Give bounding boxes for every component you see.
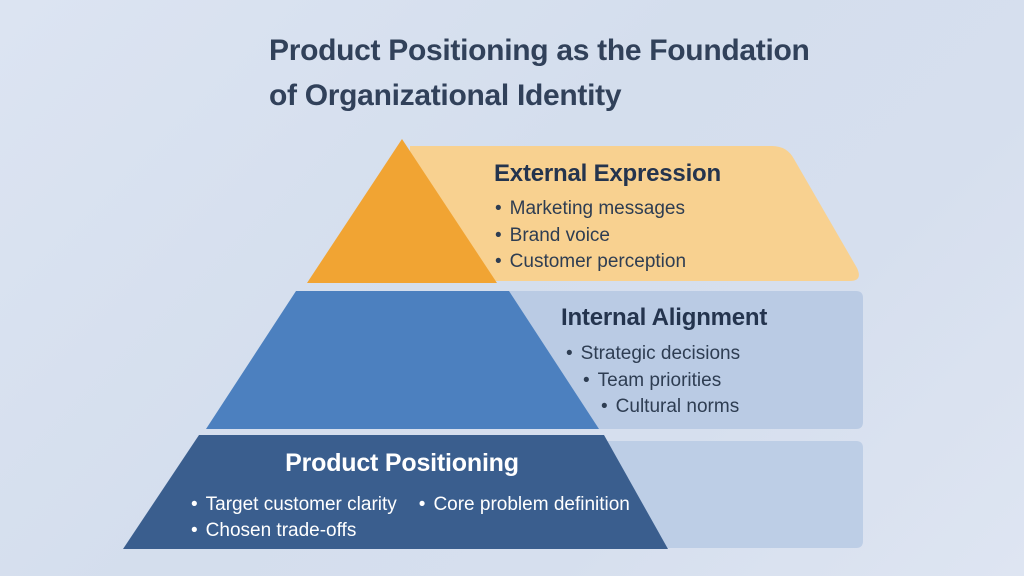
- level-3-bullets-row-2: • Chosen trade-offs: [191, 518, 356, 545]
- bullet-marker: •: [583, 369, 590, 391]
- bullet-marker: •: [495, 251, 502, 272]
- bullet-item: • Chosen trade-offs: [191, 518, 356, 545]
- bullet-item: • Team priorities: [583, 368, 740, 395]
- bullet-item: • Target customer clarity: [191, 492, 397, 519]
- level-3-heading: Product Positioning: [285, 449, 519, 477]
- pyramid-level-3-shape: [123, 435, 668, 549]
- pyramid-level-1-shape: [307, 139, 497, 283]
- bullet-label: Team priorities: [597, 369, 722, 391]
- bullet-marker: •: [495, 198, 502, 219]
- bullet-label: Marketing messages: [509, 198, 685, 219]
- level-1-heading: External Expression: [494, 160, 721, 187]
- title-line-1: Product Positioning as the Foundation: [269, 34, 810, 67]
- panel-external-expression: [410, 146, 859, 281]
- level-1-bullets: • Marketing messages • Brand voice • Custom…: [495, 196, 686, 276]
- bullet-label: Brand voice: [509, 224, 610, 246]
- bullet-label: Cultural norms: [615, 396, 740, 417]
- bullet-marker: •: [601, 396, 608, 417]
- bullet-item: • Marketing messages: [495, 196, 686, 223]
- level-2-bullets: • Strategic decisions • Team priorities • C…: [566, 341, 740, 421]
- diagram-title: Product Positioning as the Foundation of…: [269, 28, 810, 118]
- bullet-label: Core problem definition: [433, 494, 630, 515]
- bullet-item: • Brand voice: [495, 223, 686, 250]
- bullet-marker: •: [566, 343, 573, 364]
- bullet-label: Customer perception: [509, 251, 687, 272]
- bullet-marker: •: [191, 494, 198, 515]
- title-line-2: of Organizational Identity: [269, 79, 622, 112]
- level-3-bullets-row-1: • Target customer clarity • Core problem d…: [191, 492, 630, 519]
- bullet-label: Target customer clarity: [205, 494, 397, 515]
- bullet-marker: •: [191, 520, 198, 541]
- pyramid-level-2-shape: [206, 291, 599, 429]
- bullet-marker: •: [495, 224, 502, 246]
- bullet-item: • Customer perception: [495, 249, 686, 276]
- bullet-item: • Cultural norms: [601, 394, 740, 421]
- bullet-item: • Core problem definition: [419, 492, 630, 519]
- bullet-label: Chosen trade-offs: [205, 520, 357, 541]
- bullet-label: Strategic decisions: [580, 343, 741, 364]
- bullet-item: • Strategic decisions: [566, 341, 740, 368]
- bullet-marker: •: [418, 494, 426, 515]
- level-2-heading: Internal Alignment: [561, 304, 768, 331]
